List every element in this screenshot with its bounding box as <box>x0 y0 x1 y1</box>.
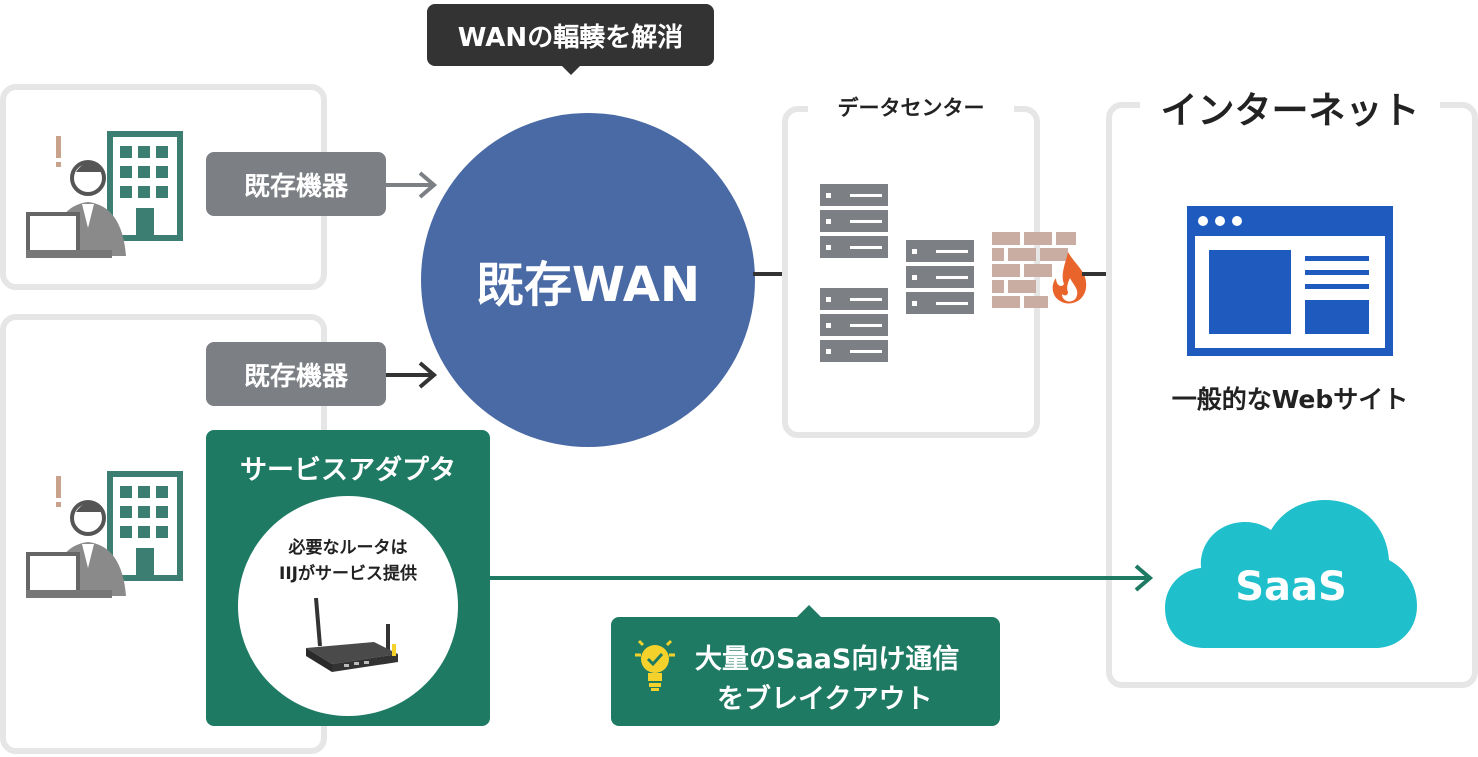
router-circle: 必要なルータは IIJがサービス提供 <box>238 496 458 716</box>
arrow-icon <box>490 564 1154 592</box>
wan-datacenter-connector <box>753 272 785 276</box>
cloud-icon <box>1165 500 1417 648</box>
existing-device-label-bottom: 既存機器 <box>206 342 386 406</box>
service-adapter-box: サービスアダプタ 必要なルータは IIJがサービス提供 <box>206 430 490 726</box>
existing-device-label-top: 既存機器 <box>206 152 386 216</box>
arrow-icon <box>386 171 438 199</box>
router-icon <box>306 597 398 672</box>
server-icon <box>820 288 888 362</box>
internet-title: インターネット <box>1140 80 1440 132</box>
browser-window-icon <box>1187 206 1393 356</box>
congestion-tooltip: WANの輻輳を解消 <box>427 4 714 75</box>
office-worker-icon <box>26 131 183 258</box>
router-note-line2: IIJがサービス提供 <box>279 564 417 584</box>
server-icon <box>820 184 888 258</box>
breakout-line1: 大量のSaaS向け通信 <box>695 644 960 675</box>
office-worker-icon <box>26 471 183 598</box>
firewall-icon <box>992 232 1087 308</box>
datacenter-title: データセンター <box>808 92 1014 122</box>
breakout-line2: をブレイクアウト <box>717 684 933 715</box>
website-caption: 一般的なWebサイト <box>1171 385 1409 414</box>
arrow-icon <box>386 361 438 389</box>
existing-wan-circle: 既存WAN <box>421 113 755 447</box>
breakout-callout: 大量のSaaS向け通信 をブレイクアウト <box>611 605 1000 726</box>
router-note-line1: 必要なルータは <box>288 538 408 558</box>
server-icon <box>906 240 974 314</box>
service-adapter-title: サービスアダプタ <box>240 455 456 486</box>
saas-label: SaaS <box>1235 564 1347 610</box>
lightbulb-icon <box>635 639 675 691</box>
